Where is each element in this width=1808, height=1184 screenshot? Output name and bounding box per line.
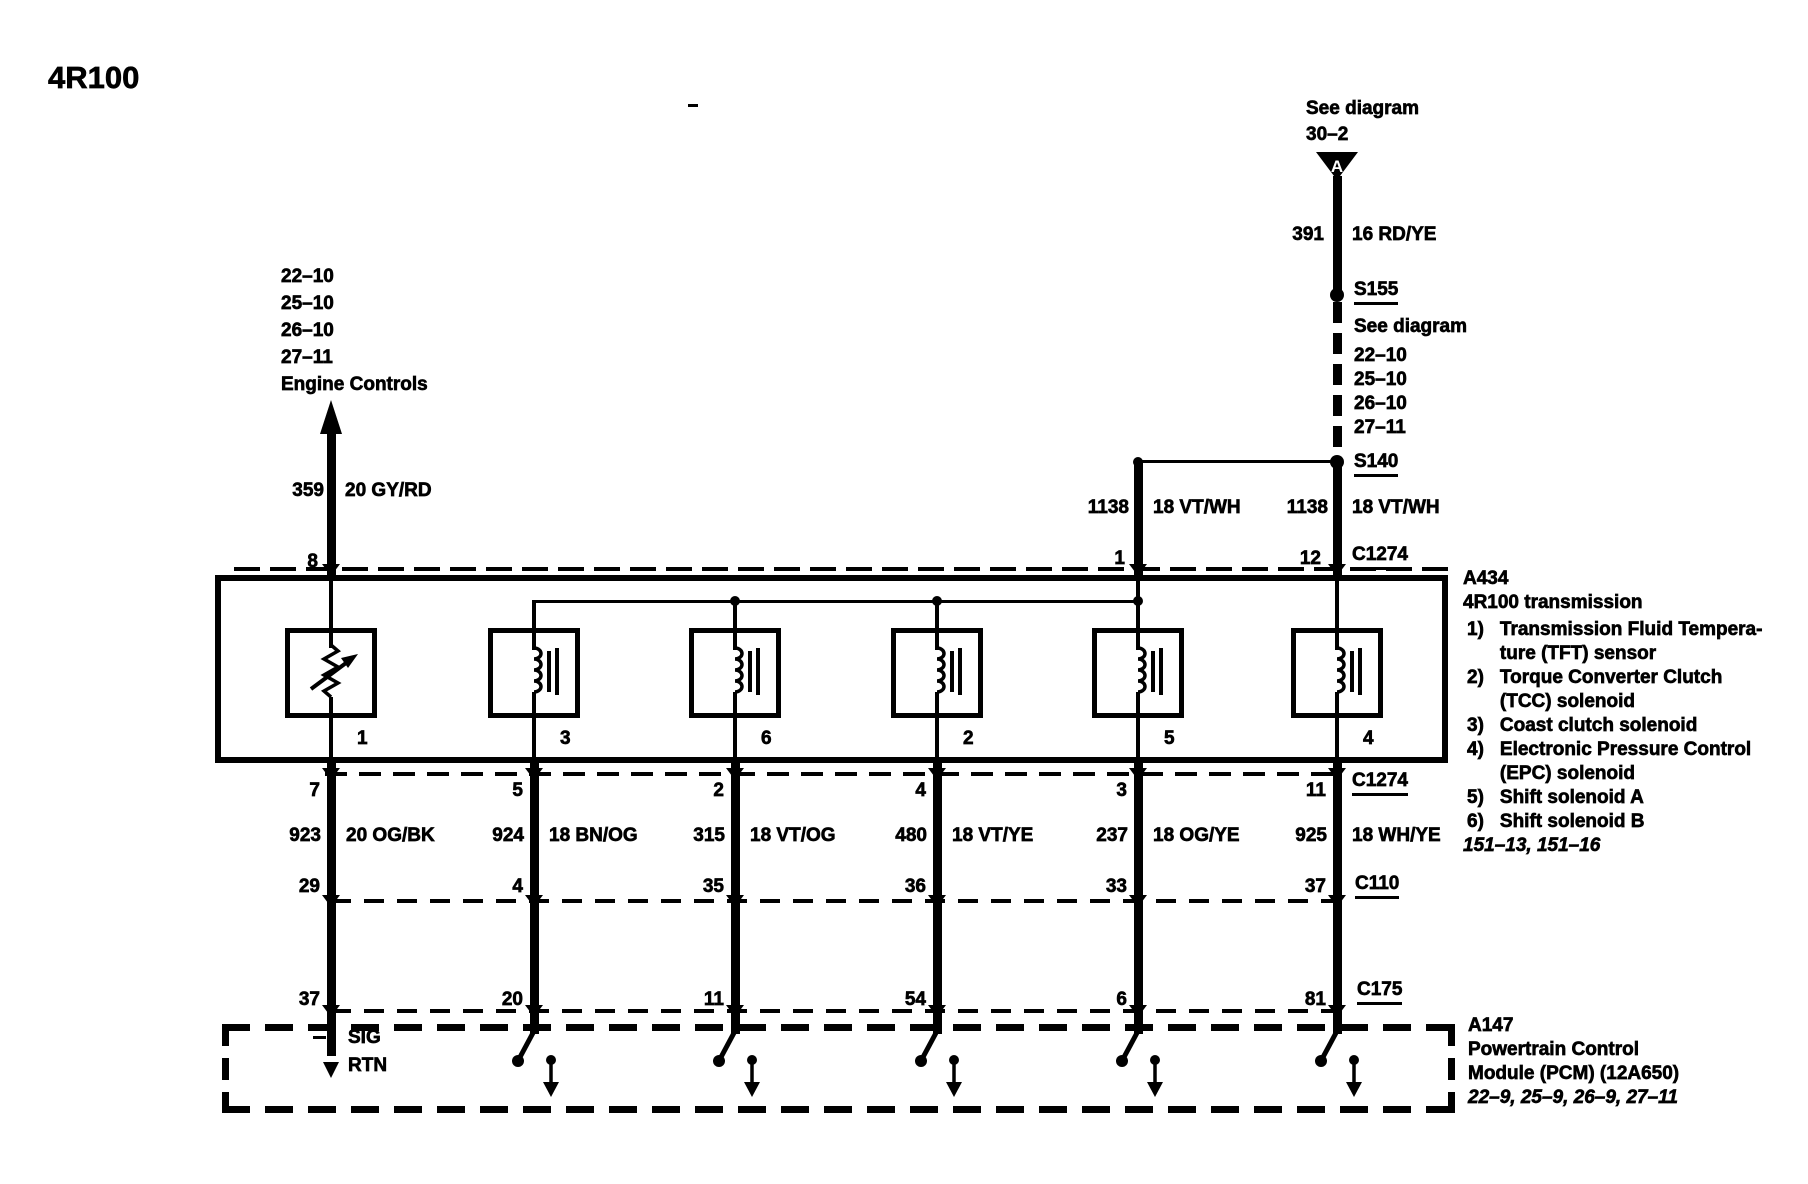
- svg-text:A: A: [1331, 157, 1343, 176]
